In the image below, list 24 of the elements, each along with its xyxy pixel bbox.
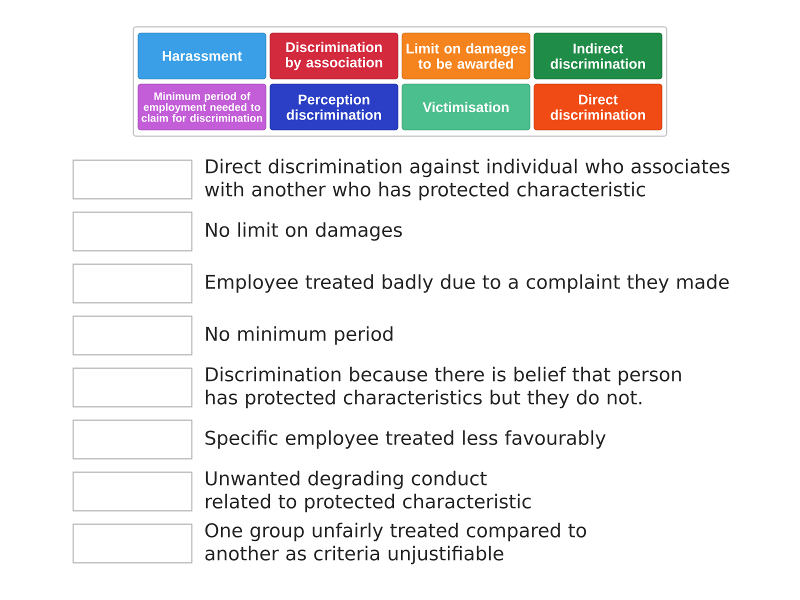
answer-tile: Direct discrimination — [534, 84, 662, 130]
answer-box — [72, 264, 192, 304]
answer-tile: Discrimination by association — [270, 32, 398, 80]
answer-box — [72, 212, 192, 252]
statement-text: Employee treated badly due to a complaint they made — [206, 274, 729, 293]
answer-box — [72, 160, 192, 200]
statement-text: No limit on damages — [206, 222, 402, 241]
statement-text: Specific employee treated less favourably — [206, 430, 606, 449]
answer-box — [72, 420, 192, 460]
answer-tile: Perception discrimination — [270, 84, 398, 130]
answer-box — [72, 524, 192, 564]
answer-tile: Minimum period of employment needed to claim for discrimination — [138, 84, 266, 130]
statement-text: Direct discrimination against individual who associates with another who has protected characteristic — [205, 158, 730, 200]
answer-tile: Victimisation — [402, 84, 530, 130]
statement-text: One group unfairly treated compared to another as criteria unjustifiable — [205, 522, 586, 564]
answer-box — [72, 316, 192, 356]
answer-tile: Harassment — [138, 32, 266, 80]
answer-box — [72, 472, 192, 512]
statement-text: Discrimination because there is belief that person has protected characteristics but they do not. — [206, 366, 681, 408]
answer-box — [72, 368, 192, 408]
answer-tile: Limit on damages to be awarded — [402, 32, 530, 80]
statement-text: Unwanted degrading conduct related to protected characteristic — [206, 470, 531, 512]
statement-text: No minimum period — [206, 326, 392, 345]
answer-tile: Indirect discrimination — [534, 32, 662, 80]
